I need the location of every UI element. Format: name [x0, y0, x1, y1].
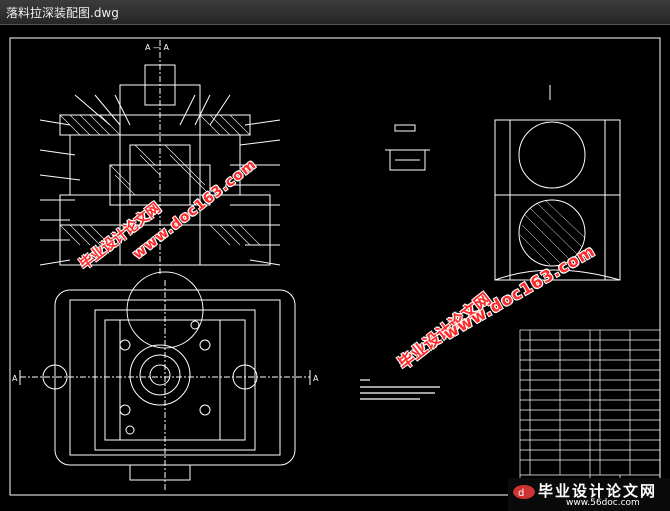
logo-text: 毕业设计论文网 — [538, 482, 658, 500]
logo-icon: d — [513, 485, 535, 499]
plan-label-right: A — [313, 374, 319, 383]
part-detail — [385, 124, 430, 171]
cad-drawing: A — A A A — [9, 37, 661, 496]
tech-notes — [360, 379, 440, 400]
parts-list — [519, 329, 661, 496]
plan-label-left: A — [12, 374, 18, 383]
window-title: 落料拉深装配图.dwg — [6, 6, 119, 20]
drawing-border — [9, 37, 661, 496]
drawing-canvas[interactable]: A — A A A 毕业设计论文网 www.doc163.com 毕业设计论文网… — [0, 25, 670, 511]
side-view — [494, 85, 621, 281]
logo-url: www.56doc.com — [566, 498, 640, 508]
section-title-label: A — A — [145, 43, 170, 52]
plan-view — [19, 271, 311, 490]
title-bar: 落料拉深装配图.dwg — [0, 0, 670, 25]
site-logo: d 毕业设计论文网 www.56doc.com — [508, 478, 670, 511]
svg-text:d: d — [518, 488, 524, 499]
section-view — [39, 40, 281, 275]
